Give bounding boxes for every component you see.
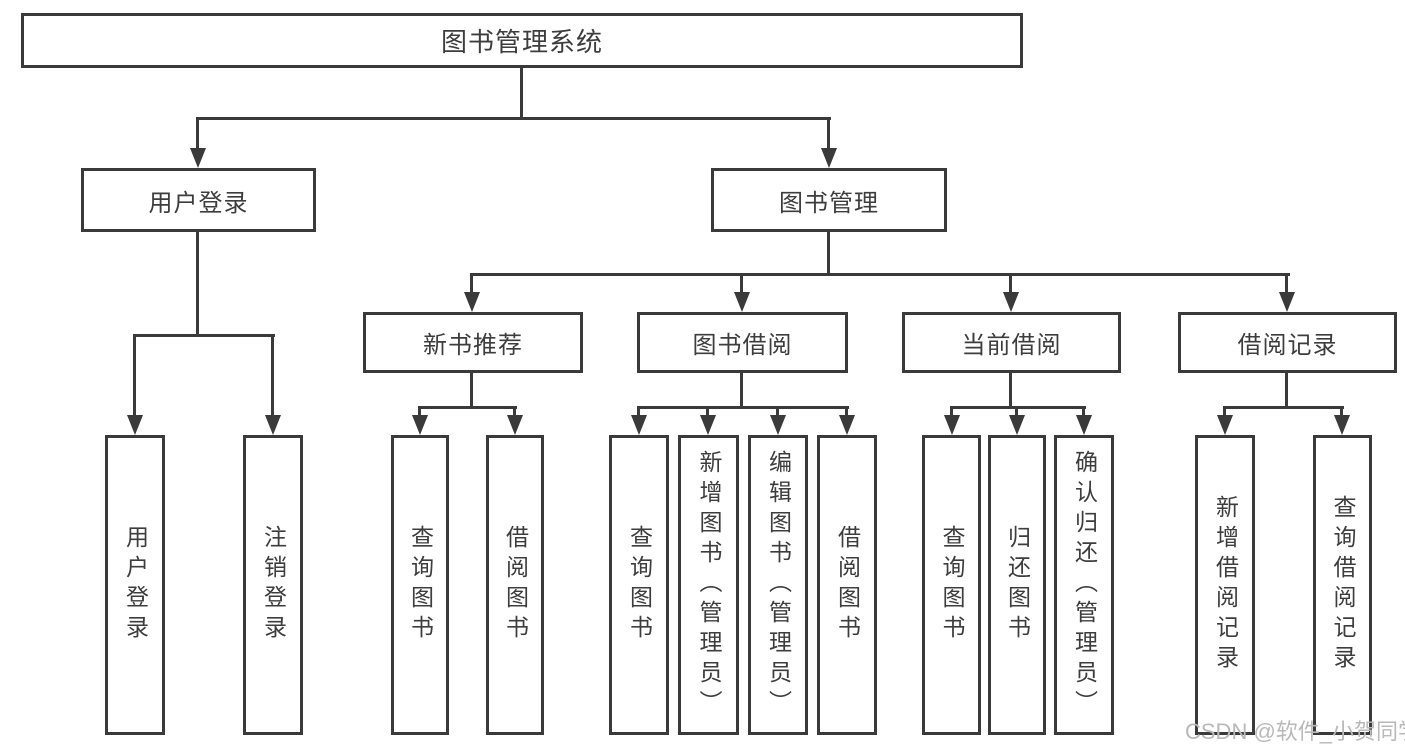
connector-to-book-management (827, 117, 830, 150)
arrow-down-icon (631, 415, 647, 435)
leaf-query-books-current-label: 查询图书 (939, 525, 965, 645)
connector-to-borrow-records (1285, 273, 1288, 294)
arrow-down-icon (1003, 292, 1019, 312)
connector-book-management-branch (470, 273, 1290, 276)
leaf-logout: 注销登录 (243, 435, 303, 735)
connector-to-current-borrow (1009, 273, 1012, 294)
connector-leaf (1340, 406, 1343, 417)
leaf-user-login: 用户登录 (105, 435, 165, 735)
leaf-borrow-books-borrow: 借阅图书 (817, 435, 877, 735)
leaf-logout-label: 注销登录 (260, 525, 287, 645)
arrow-down-icon (839, 415, 855, 435)
node-user-login: 用户登录 (81, 168, 316, 232)
csdn-watermark: CSDN @软件_小贺同学 (1185, 719, 1405, 744)
arrow-down-icon (944, 415, 960, 435)
arrow-down-icon (734, 292, 750, 312)
connector-book-borrow-branch (637, 406, 849, 409)
leaf-confirm-return-admin-label: 确认归还（管理员） (1071, 450, 1098, 720)
node-current-borrow: 当前借阅 (902, 312, 1121, 373)
arrow-down-icon (507, 415, 523, 435)
connector-borrow-records-stem (1285, 373, 1288, 408)
leaf-return-books: 归还图书 (988, 435, 1046, 735)
connector-to-book-borrow (740, 273, 743, 294)
arrow-down-icon (770, 415, 786, 435)
leaf-query-books-newbook-label: 查询图书 (407, 525, 434, 645)
arrow-down-icon (700, 415, 716, 435)
leaf-user-login-label: 用户登录 (122, 525, 149, 645)
connector-root-stem (520, 68, 523, 119)
connector-book-borrow-stem (740, 373, 743, 408)
leaf-borrow-books-newbook: 借阅图书 (486, 435, 544, 735)
leaf-borrow-books-borrow-label: 借阅图书 (834, 525, 861, 645)
connector-new-book-branch (418, 406, 517, 409)
connector-to-new-book (470, 273, 473, 294)
arrow-down-icon (1217, 415, 1233, 435)
connector-leaf (1082, 406, 1085, 417)
leaf-add-borrow-record: 新增借阅记录 (1195, 435, 1255, 735)
leaf-query-borrow-record-label: 查询借阅记录 (1330, 495, 1356, 675)
leaf-add-borrow-record-label: 新增借阅记录 (1212, 495, 1239, 675)
connector-user-login-stem (196, 232, 199, 336)
connector-leaf (513, 406, 516, 417)
connector-to-leaf-logout (271, 334, 274, 417)
connector-leaf (418, 406, 421, 417)
node-book-borrow: 图书借阅 (637, 312, 848, 373)
arrow-down-icon (190, 148, 206, 168)
node-user-login-label: 用户登录 (148, 189, 249, 217)
connector-leaf (637, 406, 640, 417)
connector-current-borrow-stem (1009, 373, 1012, 408)
connector-leaf (950, 406, 953, 417)
leaf-query-books-current: 查询图书 (922, 435, 981, 735)
arrow-down-icon (1009, 415, 1025, 435)
leaf-edit-book-admin: 编辑图书（管理员） (748, 435, 808, 735)
arrow-down-icon (1279, 292, 1295, 312)
node-book-management-label: 图书管理 (779, 189, 879, 217)
arrow-down-icon (464, 292, 480, 312)
node-current-borrow-label: 当前借阅 (961, 332, 1062, 359)
leaf-query-books-newbook: 查询图书 (391, 435, 449, 735)
node-book-management: 图书管理 (711, 168, 947, 232)
connector-current-borrow-branch (950, 406, 1086, 409)
connector-book-management-stem (827, 232, 830, 275)
connector-leaf (776, 406, 779, 417)
connector-leaf (1223, 406, 1226, 417)
arrow-down-icon (1076, 415, 1092, 435)
node-root-label: 图书管理系统 (440, 27, 603, 57)
leaf-borrow-books-newbook-label: 借阅图书 (502, 525, 529, 645)
node-new-book-recommend: 新书推荐 (363, 312, 583, 373)
leaf-query-books-borrow: 查询图书 (609, 435, 669, 735)
node-book-borrow-label: 图书借阅 (692, 332, 793, 359)
arrow-down-icon (821, 148, 837, 168)
connector-leaf (1015, 406, 1018, 417)
leaf-add-book-admin: 新增图书（管理员） (678, 435, 739, 735)
connector-user-login-branch (133, 334, 275, 337)
node-borrow-records-label: 借阅记录 (1237, 332, 1338, 359)
leaf-edit-book-admin-label: 编辑图书（管理员） (765, 450, 792, 720)
arrow-down-icon (1334, 415, 1350, 435)
connector-to-leaf-user-login (133, 334, 136, 417)
connector-leaf (706, 406, 709, 417)
leaf-confirm-return-admin: 确认归还（管理员） (1054, 435, 1114, 735)
leaf-return-books-label: 归还图书 (1004, 525, 1031, 645)
connector-new-book-stem (470, 373, 473, 408)
leaf-query-borrow-record: 查询借阅记录 (1313, 435, 1372, 735)
arrow-down-icon (127, 415, 143, 435)
arrow-down-icon (265, 415, 281, 435)
leaf-query-books-borrow-label: 查询图书 (626, 525, 653, 645)
arrow-down-icon (412, 415, 428, 435)
node-new-book-recommend-label: 新书推荐 (423, 332, 523, 359)
leaf-add-book-admin-label: 新增图书（管理员） (696, 450, 722, 720)
node-borrow-records: 借阅记录 (1178, 312, 1397, 373)
connector-borrow-records-branch (1223, 406, 1344, 409)
node-root: 图书管理系统 (21, 13, 1023, 68)
connector-to-user-login (196, 117, 199, 150)
connector-root-branch (196, 117, 831, 120)
connector-leaf (845, 406, 848, 417)
